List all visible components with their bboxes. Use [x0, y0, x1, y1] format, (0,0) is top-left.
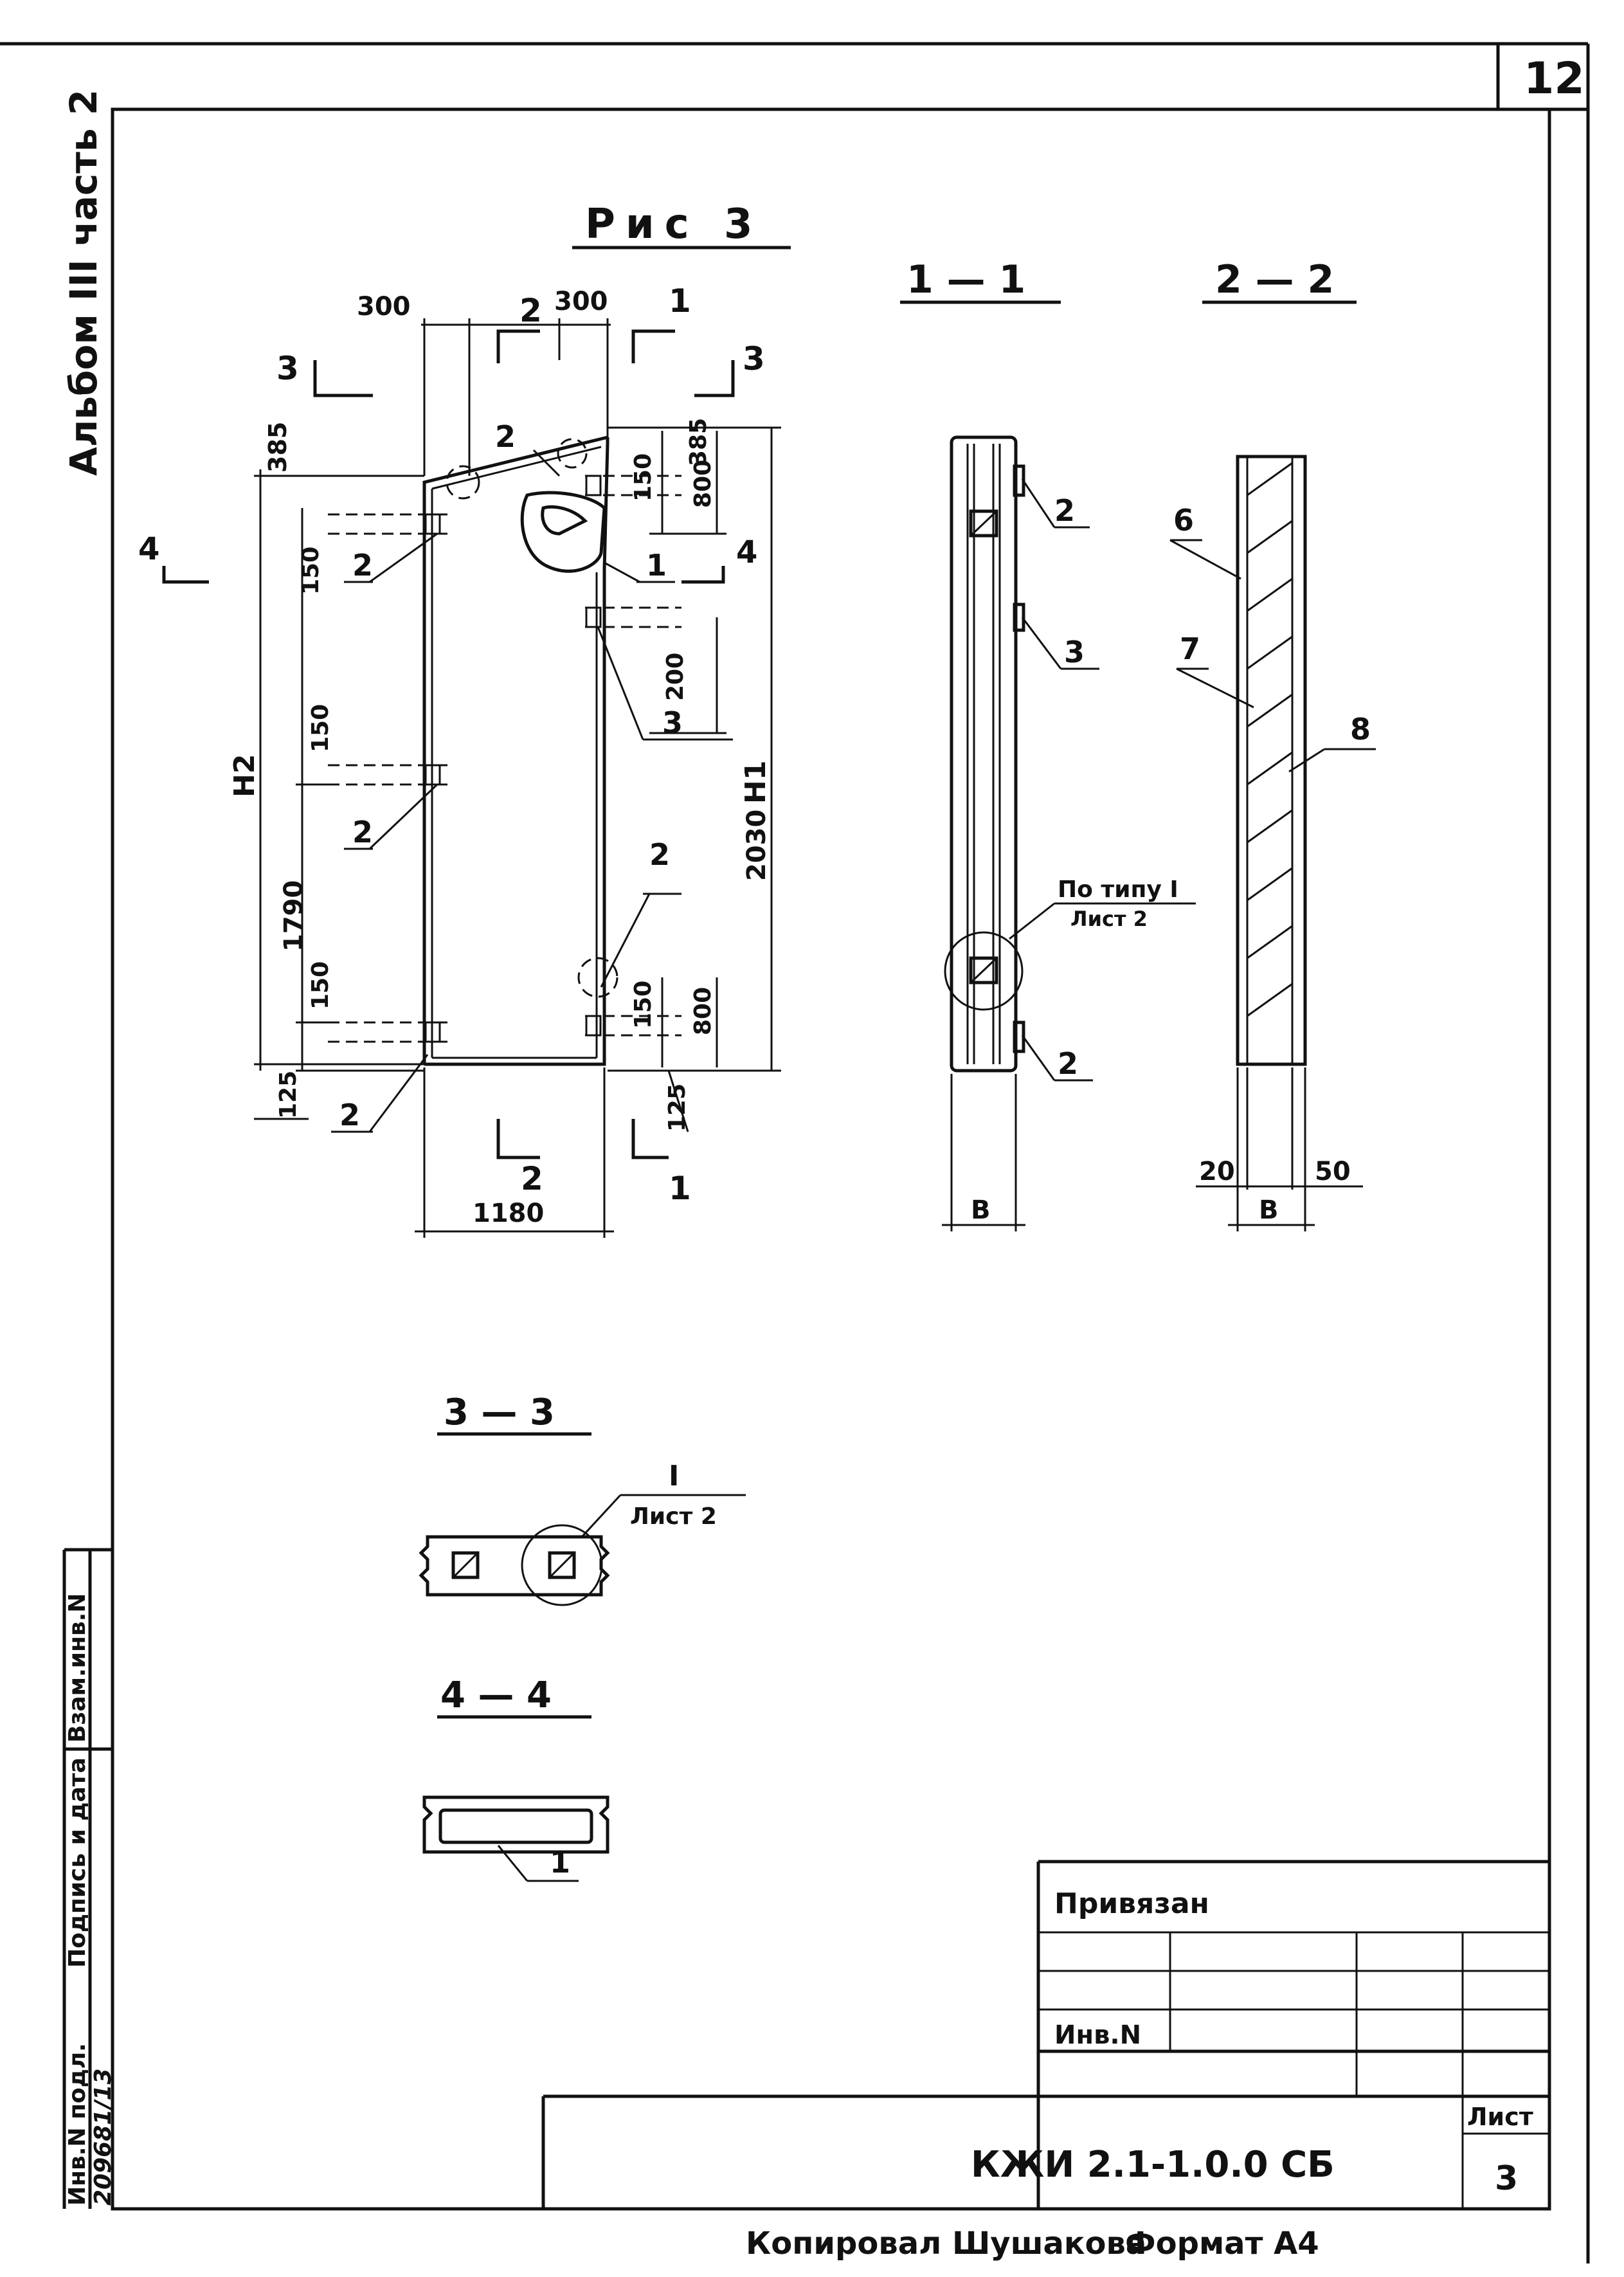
section-3-3-drawing: [419, 1494, 746, 1606]
album-label: Альбом III часть 2: [62, 89, 105, 476]
section-2-2-callout-6: 6: [1173, 503, 1194, 538]
callout-2-a: 2: [352, 548, 373, 583]
section-4-4-drawing: [422, 1795, 609, 1882]
section-mark-1-top: 1: [669, 282, 691, 320]
side-stamp-inv-number: 209681/13: [90, 2068, 116, 2206]
page-number: 12: [1524, 53, 1585, 104]
section-2-2-callout-8: 8: [1350, 712, 1371, 747]
dim-385-right: 385: [685, 418, 712, 466]
section-2-2-dim-50: 50: [1315, 1157, 1351, 1186]
section-1-1-ref-top: По типу I: [1058, 876, 1178, 903]
section-mark-2-bottom: 2: [521, 1160, 543, 1197]
section-mark-1-bottom: 1: [669, 1170, 691, 1207]
dim-1180: 1180: [473, 1199, 544, 1228]
section-1-1-callout-2-top: 2: [1054, 493, 1075, 528]
dim-300-left: 300: [357, 292, 411, 322]
section-1-1-drawing: [942, 435, 1196, 1231]
side-stamp: [62, 1548, 113, 2209]
callout-2-d: 2: [495, 419, 516, 454]
section-1-1-title: 1 — 1: [907, 257, 1025, 302]
privyazan-label: Привязан: [1054, 1887, 1209, 1920]
format-label: Формат А4: [1125, 2226, 1319, 2262]
dim-150-b: 150: [630, 453, 656, 502]
dim-125-left: 125: [275, 1071, 302, 1119]
dim-800-top: 800: [690, 460, 716, 508]
dim-150-c: 150: [307, 704, 334, 752]
dim-h1: H1: [739, 761, 772, 804]
dim-150-e: 150: [630, 981, 656, 1029]
dim-150-d: 150: [307, 961, 334, 1010]
drawing-code: КЖИ 2.1-1.0.0 СБ: [971, 2144, 1335, 2186]
sheet-border: [0, 42, 1590, 2263]
title-block: [541, 1860, 1549, 2209]
dim-1790: 1790: [279, 880, 309, 952]
section-3-3-ref-top: I: [669, 1460, 679, 1492]
inv-n-label: Инв.N: [1054, 2020, 1141, 2050]
callout-1: 1: [646, 548, 667, 583]
side-stamp-inv-podl: Инв.N подл.: [64, 2043, 91, 2206]
callout-3: 3: [662, 705, 683, 740]
callout-2-e: 2: [649, 837, 670, 872]
section-4-4-callout-1: 1: [550, 1845, 570, 1880]
section-mark-4-left: 4: [138, 531, 159, 567]
section-1-1-callout-3: 3: [1064, 635, 1085, 669]
section-2-2-drawing: [1169, 455, 1376, 1231]
dim-800-bottom: 800: [690, 987, 716, 1035]
dim-300-right: 300: [554, 287, 608, 316]
callout-2-b: 2: [352, 815, 373, 849]
section-2-2-title: 2 — 2: [1215, 257, 1334, 302]
side-stamp-vzam: Взам.инв.N: [64, 1593, 91, 1743]
dim-h2: H2: [228, 754, 261, 797]
dim-200: 200: [662, 653, 689, 701]
section-4-4-title: 4 — 4: [440, 1674, 552, 1716]
list-number: 3: [1495, 2159, 1518, 2198]
dim-385-left: 385: [264, 422, 292, 473]
dim-2030: 2030: [742, 810, 771, 881]
copied-by: Копировал Шушакова: [746, 2226, 1146, 2262]
list-label: Лист: [1467, 2103, 1533, 2131]
panel-elevation: [162, 318, 781, 1238]
section-2-2-dim-20: 20: [1199, 1157, 1235, 1186]
section-2-2-dim-b: B: [1259, 1195, 1279, 1225]
section-1-1-ref-bottom: Лист 2: [1070, 907, 1148, 931]
section-mark-4-right: 4: [736, 534, 757, 570]
section-3-3-title: 3 — 3: [444, 1392, 555, 1433]
section-1-1-callout-2-bottom: 2: [1058, 1046, 1078, 1081]
figure-title: Рис 3: [585, 201, 763, 248]
section-1-1-dim-b: B: [971, 1195, 991, 1225]
section-mark-3-right: 3: [743, 340, 765, 377]
dim-125-right: 125: [664, 1084, 690, 1132]
section-3-3-ref-bottom: Лист 2: [630, 1503, 717, 1530]
callout-2-c: 2: [339, 1098, 360, 1132]
section-mark-2-top: 2: [519, 292, 542, 329]
side-stamp-podpis: Подпись и дата: [64, 1757, 91, 1968]
section-mark-3-left: 3: [276, 350, 299, 387]
section-2-2-callout-7: 7: [1180, 631, 1200, 666]
dim-150-a: 150: [298, 547, 324, 595]
